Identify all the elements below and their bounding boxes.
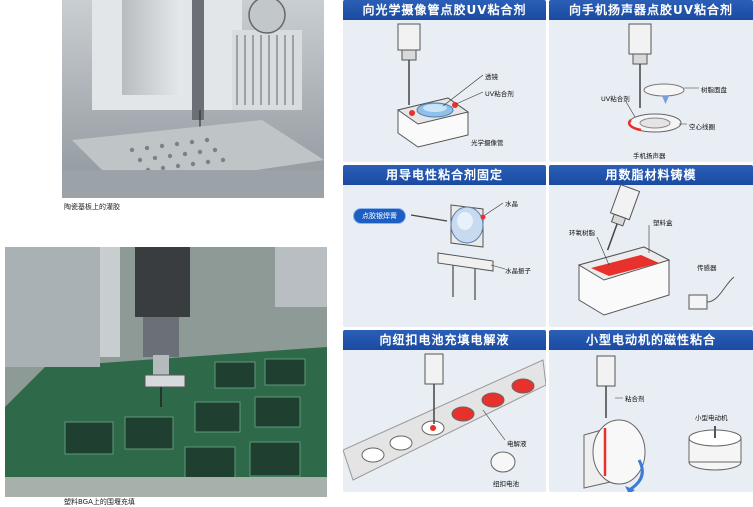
panel-button-cell: 向纽扣电池充填电解液 电解液 纽扣电池 (343, 330, 546, 492)
photo-bga-illustration (5, 247, 327, 497)
resin-illustration (577, 184, 735, 316)
motor-illustration (583, 355, 742, 492)
panel-speaker-title: 向手机扬声器点胶UV粘合剂 (549, 0, 753, 20)
label-speaker-uv: UV粘合剂 (601, 95, 630, 103)
label-button-cell: 纽扣电池 (493, 480, 519, 488)
label-plastic-box: 塑料盒 (653, 219, 673, 227)
label-small-motor: 小型电动机 (695, 414, 728, 422)
photo-ceramic-potting (62, 0, 324, 198)
speaker-illustration (624, 23, 699, 133)
photo-bga-dam-fill (5, 247, 327, 497)
label-adhesive: 粘合剂 (625, 395, 645, 403)
panel-camera-title: 向光学摄像管点胶UV粘合剂 (343, 0, 546, 20)
label-uv-adhesive: UV粘合剂 (485, 90, 514, 98)
panel-crystal-conductive: 用导电性粘合剂固定 点胶银焊膏 水晶 水晶振子 (343, 165, 546, 327)
label-crystal-oscillator: 水晶振子 (505, 267, 531, 275)
panel-crystal-title: 用导电性粘合剂固定 (343, 165, 546, 185)
label-hollow-coil: 空心线圈 (689, 123, 715, 131)
panel-battery-title: 向纽扣电池充填电解液 (343, 330, 546, 350)
label-epoxy: 环氧树脂 (569, 229, 595, 237)
battery-illustration (343, 353, 546, 481)
label-lens: 透镜 (485, 73, 498, 81)
label-crystal: 水晶 (505, 200, 518, 208)
panel-speaker-uv: 向手机扬声器点胶UV粘合剂 UV粘合剂 树脂面盘 空心线圈 手机扬声器 (549, 0, 753, 162)
panel-resin-title: 用数脂材料铸模 (549, 165, 753, 185)
panel-motor-title: 小型电动机的磁性粘合 (549, 330, 753, 350)
label-sensor: 传感器 (697, 264, 717, 272)
callout-silver-paste: 点胶银焊膏 (353, 208, 406, 224)
label-electrolyte: 电解液 (507, 440, 527, 448)
crystal-illustration (410, 202, 506, 300)
label-resin-cover: 树脂面盘 (701, 86, 727, 94)
photo-bga-caption: 塑料BGA上的围堰充填 (64, 498, 135, 506)
label-phone-speaker: 手机扬声器 (633, 152, 666, 160)
camera-illustration (396, 23, 484, 148)
panel-motor-magnetic: 小型电动机的磁性粘合 粘合剂 小型电动机 (549, 330, 753, 492)
label-camera-tube: 光学摄像管 (471, 139, 504, 147)
panel-resin-casting: 用数脂材料铸模 环氧树脂 塑料盒 传感器 (549, 165, 753, 327)
photo-ceramic-caption: 陶瓷基板上的灌胶 (64, 203, 120, 211)
photo-ceramic-illustration (62, 0, 324, 198)
panel-camera-uv: 向光学摄像管点胶UV粘合剂 透镜 UV粘合剂 光学摄像管 (343, 0, 546, 162)
